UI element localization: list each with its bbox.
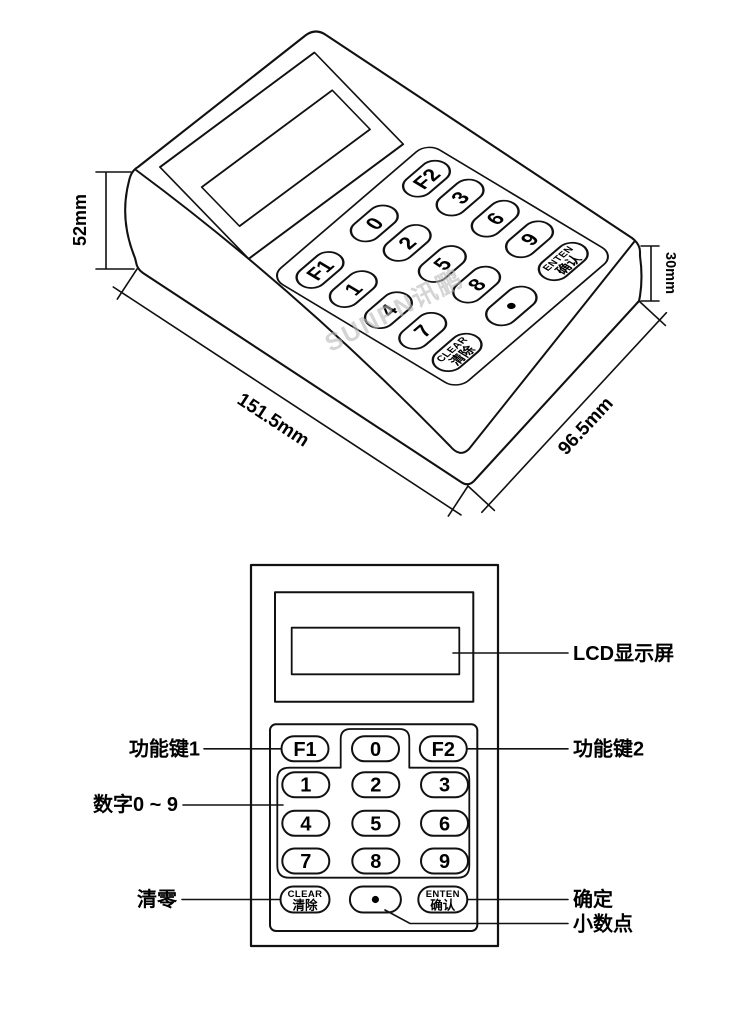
dimension-length-label: 151.5mm [233, 389, 313, 451]
front-view: LCD显示屏 功能键1 功能键2 数字0 ~ 9 清零 确定 小数点 [93, 563, 674, 948]
callout-lcd: LCD显示屏 [573, 643, 674, 665]
top-face-edges [135, 169, 635, 454]
callout-fn2: 功能键2 [573, 737, 644, 761]
keypad-panel-3d [276, 146, 609, 386]
dimension-width-label: 96.5mm [554, 393, 618, 459]
callout-lines [181, 652, 569, 925]
digit-key-enclosure [276, 728, 471, 879]
keypad-panel [269, 723, 479, 932]
lcd-bezel [274, 591, 475, 703]
keypad-3d [276, 146, 609, 386]
dimension-front-height: 30mm [640, 245, 678, 302]
front-device-outline [249, 563, 500, 948]
lcd-screen-3d [200, 89, 371, 227]
perspective-view: F1 0 F2 1 2 [70, 30, 678, 517]
callout-fn1: 功能键1 [129, 737, 200, 761]
device-body-outline [124, 30, 643, 486]
callout-enter: 确定 [573, 887, 613, 911]
dimension-width: 96.5mm [467, 300, 668, 514]
dimension-back-height-label: 52mm [70, 194, 90, 246]
lcd-screen [290, 626, 461, 676]
lcd-bezel-3d [159, 51, 405, 260]
lcd-3d [159, 51, 405, 260]
callout-clear: 清零 [137, 887, 178, 911]
keypad-keys-front [279, 735, 469, 914]
dimension-back-height: 52mm [70, 171, 135, 270]
dimension-front-height-label: 30mm [662, 252, 678, 294]
callout-digits: 数字0 ~ 9 [93, 792, 178, 816]
callout-decimal: 小数点 [573, 912, 633, 936]
